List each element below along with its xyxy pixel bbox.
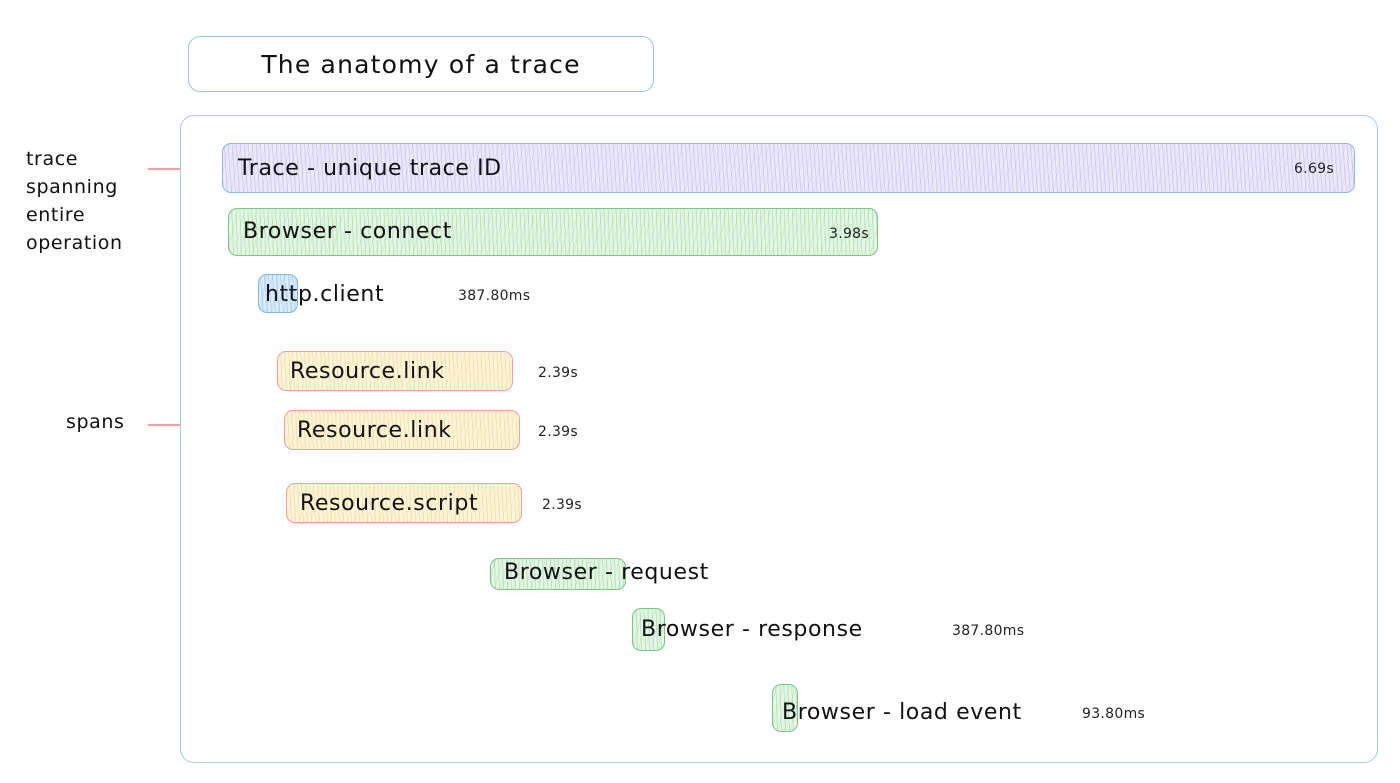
span-browser-request[interactable]: [490, 558, 626, 590]
span-resource-link-1-label: Resource.link: [290, 359, 445, 384]
span-http-client-label: http.client: [265, 282, 385, 307]
span-http-client[interactable]: [258, 274, 298, 313]
trace-bar-duration: 6.69s: [1294, 161, 1334, 177]
page-title: The anatomy of a trace: [261, 49, 581, 79]
trace-bar[interactable]: [222, 143, 1355, 193]
span-http-client-duration: 387.80ms: [458, 288, 531, 304]
span-browser-load-event-label: Browser - load event: [782, 700, 1022, 725]
span-browser-connect-duration: 3.98s: [829, 226, 869, 242]
span-browser-load-event-duration: 93.80ms: [1082, 706, 1146, 722]
span-browser-connect[interactable]: [228, 208, 878, 256]
span-browser-request-label: Browser - request: [504, 560, 709, 585]
span-browser-load-event[interactable]: [772, 684, 798, 732]
span-resource-link-1-duration: 2.39s: [538, 365, 578, 381]
span-browser-response-label: Browser - response: [641, 617, 863, 642]
span-resource-link-1[interactable]: [277, 351, 513, 391]
span-resource-link-2-duration: 2.39s: [538, 424, 578, 440]
span-browser-connect-label: Browser - connect: [243, 219, 452, 244]
span-resource-script[interactable]: [286, 483, 522, 523]
span-browser-response[interactable]: [632, 608, 665, 651]
span-resource-link-2[interactable]: [284, 410, 520, 450]
spans-annotation-label: spans: [66, 411, 125, 433]
span-browser-response-duration: 387.80ms: [952, 623, 1025, 639]
diagram-title-card: The anatomy of a trace: [188, 36, 654, 92]
trace-annotation-label: trace spanning entire operation: [26, 148, 123, 254]
trace-bar-label: Trace - unique trace ID: [238, 156, 502, 181]
trace-annotation-connector: [148, 168, 204, 170]
span-resource-link-2-label: Resource.link: [297, 418, 452, 443]
span-resource-script-label: Resource.script: [300, 491, 479, 516]
span-resource-script-duration: 2.39s: [542, 497, 582, 513]
